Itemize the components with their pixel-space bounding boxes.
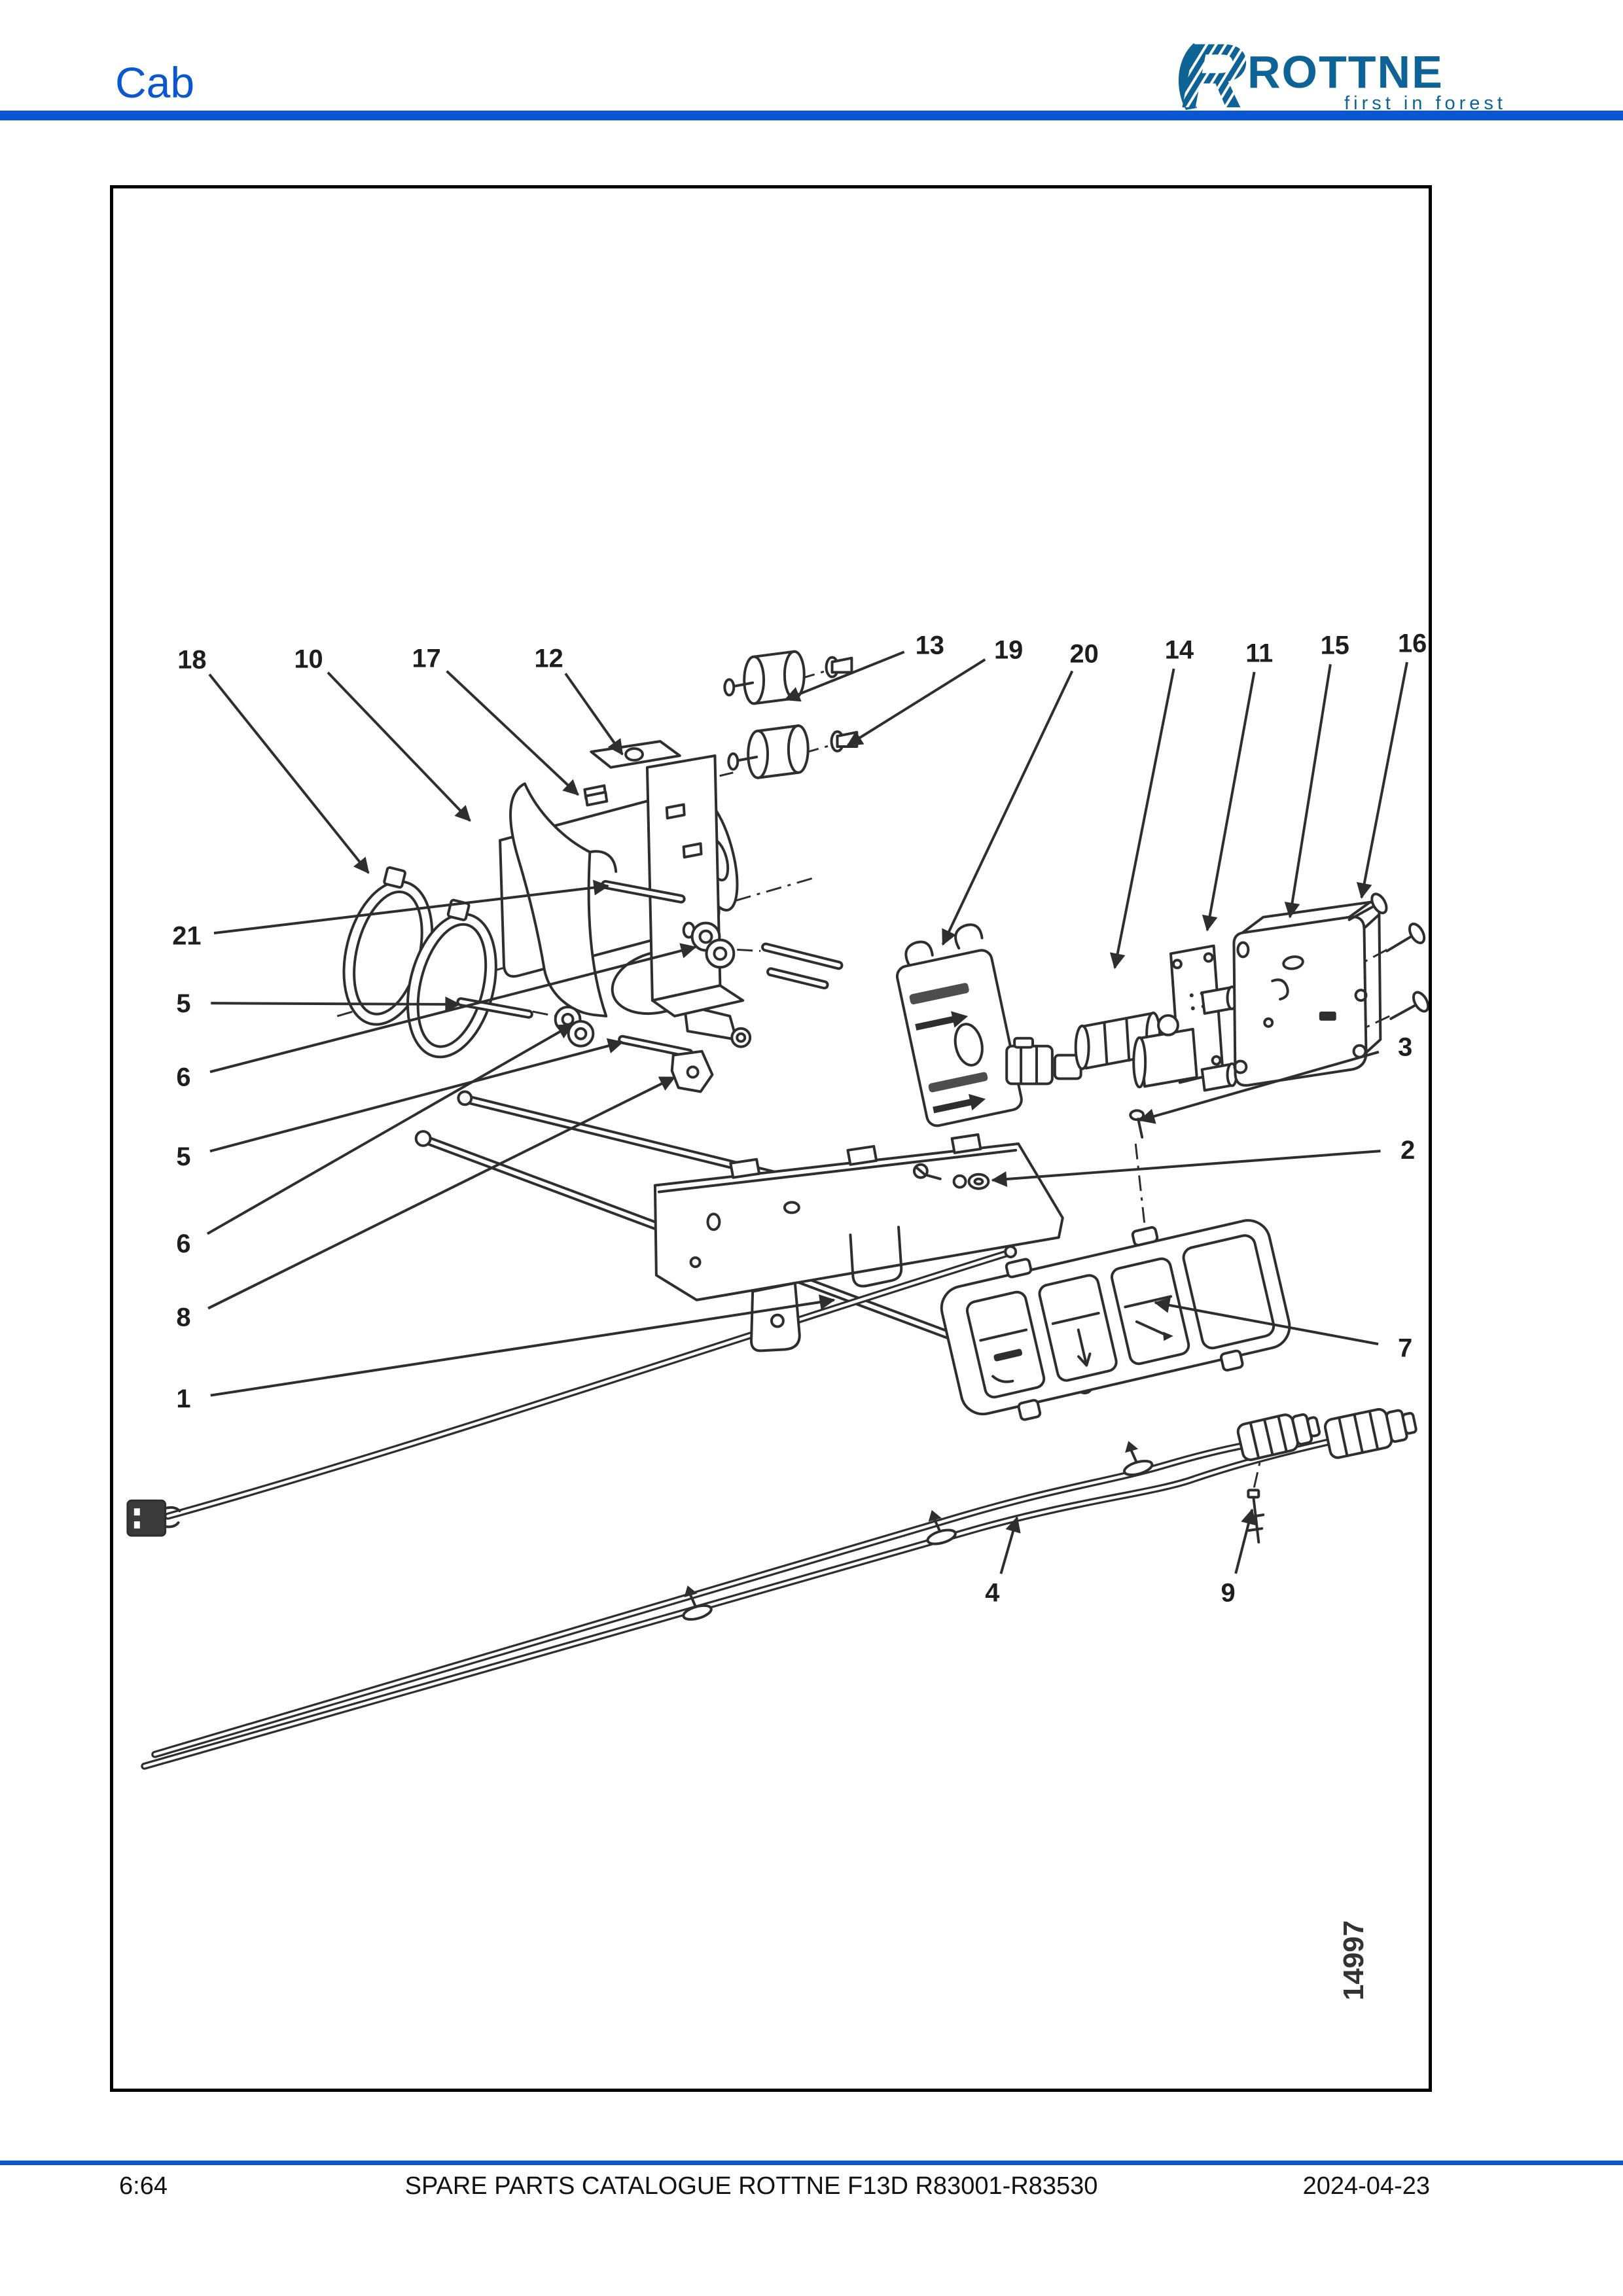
callout-label: 6 [176, 1229, 190, 1258]
switch-panel [940, 1219, 1291, 1421]
callout-leader [209, 1038, 624, 1153]
cable-tie [1123, 1441, 1154, 1476]
footer-divider [0, 2161, 1623, 2165]
cable-tie [926, 1510, 957, 1545]
callout-label: 16 [1398, 629, 1427, 658]
figure-number: 14997 [1338, 1920, 1370, 2001]
callout-leader [206, 1023, 574, 1235]
footer-catalogue-title: SPARE PARTS CATALOGUE ROTTNE F13D R83001… [404, 2172, 1098, 2200]
callout-leader [941, 670, 1074, 946]
callout-label: 13 [916, 631, 944, 660]
callout-leader [564, 673, 624, 756]
page-title: Cab [115, 58, 195, 107]
callout-leader [1202, 671, 1256, 932]
callout-label: 12 [535, 645, 563, 673]
callout-leader [207, 1076, 676, 1310]
logo-brand-text: ROTTNE [1247, 46, 1444, 97]
screw-and-washer [912, 1163, 990, 1190]
callout-leader [446, 670, 579, 796]
rottne-logo: R ROTTNE first in forest [1171, 31, 1512, 114]
link-rod [601, 879, 686, 904]
cable-tie [682, 1585, 713, 1621]
callout-label: 17 [412, 645, 440, 673]
callout-leader [1109, 668, 1175, 970]
callout-label: 9 [1221, 1578, 1235, 1607]
footer-page-ref: 6:64 [119, 2172, 168, 2200]
callout-label: 6 [176, 1063, 190, 1091]
damper-screw [825, 656, 853, 679]
callout-label: 4 [985, 1578, 999, 1607]
callout-label: 7 [1398, 1333, 1412, 1362]
callout-label: 2 [1400, 1136, 1415, 1165]
crank-lever [618, 1034, 714, 1093]
callout-leader [1139, 1050, 1380, 1124]
rubber-damper [723, 650, 806, 705]
callout-label: 11 [1245, 639, 1273, 668]
callout-label: 20 [1069, 640, 1098, 669]
callout-leader [1234, 1508, 1257, 1574]
heater-valve-assembly [1005, 944, 1238, 1092]
label-plate [895, 923, 1023, 1127]
small-screw [1129, 1109, 1145, 1139]
callout-label: 18 [177, 646, 206, 675]
logo-tagline: first in forest [1344, 93, 1507, 114]
callout-leader [213, 879, 610, 935]
rottne-logo-icon: R [1178, 34, 1247, 113]
harness-connector [1236, 1413, 1321, 1462]
callout-leader [210, 1294, 836, 1397]
pump-cable [126, 1245, 1018, 1537]
harness-connector [1323, 1407, 1418, 1459]
callout-label: 3 [1398, 1033, 1412, 1062]
mounting-plate [653, 1133, 1064, 1352]
box-screws [1347, 892, 1429, 1020]
footer-date: 2024-04-23 [1302, 2172, 1430, 2200]
callout-leader [846, 658, 986, 747]
control-box [1232, 900, 1382, 1087]
wiring-harness [141, 1407, 1418, 1770]
bolt [1246, 1458, 1265, 1544]
callout-leader [999, 1516, 1021, 1574]
callout-label: 21 [172, 921, 201, 950]
callout-leader [209, 943, 697, 1074]
callout-leader [991, 1150, 1381, 1187]
callout-label: 5 [176, 989, 190, 1018]
rubber-damper [727, 724, 810, 779]
callout-leader [1356, 662, 1408, 899]
callout-leader [208, 673, 370, 874]
hose-clamps [342, 866, 497, 1059]
callout-label: 15 [1321, 631, 1349, 660]
callout-label: 19 [994, 636, 1023, 665]
callout-label: 1 [176, 1385, 190, 1413]
callout-leader [327, 671, 471, 822]
callout-label: 8 [176, 1303, 190, 1332]
callout-leader [784, 650, 905, 702]
header-divider [0, 111, 1623, 120]
callout-label: 14 [1165, 636, 1194, 665]
pivot-bushings [690, 921, 844, 990]
callout-label: 10 [294, 645, 323, 674]
callout-leader [211, 996, 461, 1012]
callout-leader [1284, 663, 1332, 919]
callout-leader [1154, 1298, 1379, 1346]
callout-label: 5 [176, 1142, 190, 1171]
